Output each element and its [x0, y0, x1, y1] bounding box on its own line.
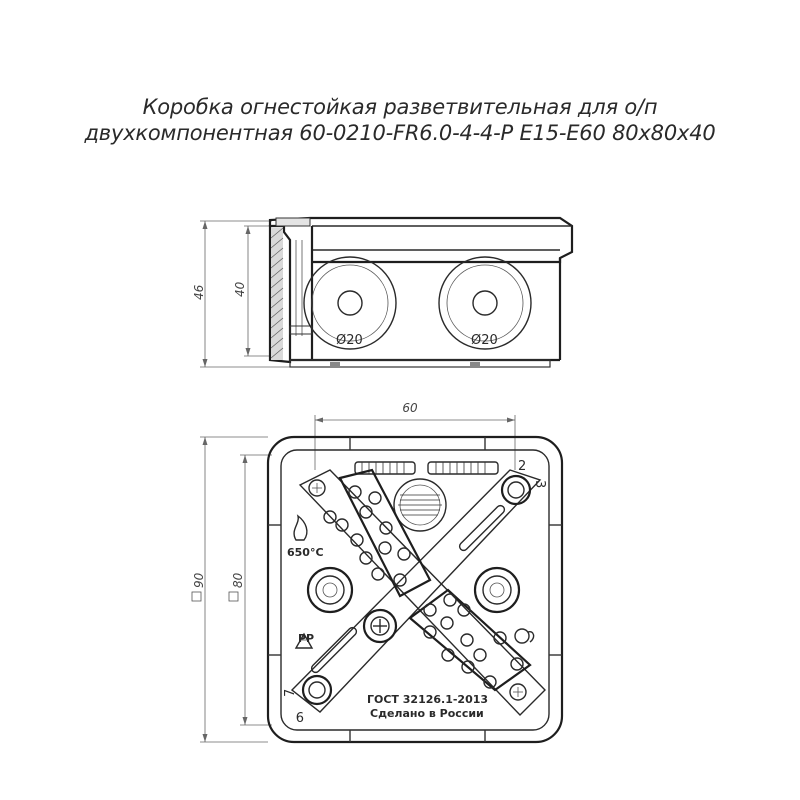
terminal-block-right [408, 588, 532, 692]
made-in-label: Сделано в России [370, 707, 484, 720]
mounting-strip-diagonal-1 [298, 469, 546, 717]
dim-60-arrow-left [315, 417, 323, 423]
side-foot-2 [470, 362, 480, 368]
top-box-outer [266, 435, 564, 744]
side-view: 46 40 [192, 216, 574, 368]
dim-80-arrow-bottom [242, 717, 248, 725]
terminal-screws-right [423, 593, 524, 689]
dim-46-arrow-top [202, 221, 208, 229]
side-knockout-right-center [472, 290, 498, 316]
dim-46-arrow-bottom [202, 359, 208, 367]
mounting-hole-bottom-left [301, 674, 333, 706]
top-wall-ticks [268, 437, 562, 742]
grommet-right [473, 566, 521, 614]
center-coil-bundle [393, 478, 447, 532]
temperature-label: 650°C [287, 546, 324, 559]
side-knockout-right-outer [438, 256, 532, 350]
terminal-block-left [323, 468, 432, 598]
side-base-plate [289, 359, 551, 368]
dim-90-label: 90 [192, 572, 206, 588]
hole-number-7: 7 [283, 689, 298, 697]
mounting-hole-top-left [308, 479, 326, 497]
side-section-hatch [270, 227, 284, 359]
strip-slot-upper-right [458, 504, 506, 552]
drawing-title: Коробка огнестойкая разветвительная для … [0, 94, 800, 146]
dim-80-square-symbol [228, 591, 239, 602]
flame-icon [293, 514, 308, 541]
dim-80-label: 80 [231, 572, 245, 588]
recycle-icon [294, 632, 314, 649]
dim-90-arrow-top [202, 437, 208, 445]
material-label: PP [298, 632, 314, 645]
mounting-strip-diagonal-2 [290, 469, 542, 713]
dim-60-label: 60 [402, 401, 418, 415]
top-view: 60 90 80 [191, 401, 564, 744]
side-foot-1 [330, 362, 340, 368]
dim-60-arrow-right [507, 417, 515, 423]
side-knockout-right-ring [446, 264, 524, 342]
side-lid-outline [268, 216, 574, 264]
side-knockout-left-center [337, 290, 363, 316]
top-spring-clips [354, 461, 499, 475]
dim-40-arrow-bottom [245, 348, 251, 356]
side-knockout-left-ring [311, 264, 389, 342]
terminal-screws-left [323, 485, 411, 587]
hole-number-3: 3 [532, 480, 547, 488]
side-knockout-left-label: Ø20 [336, 333, 363, 348]
strip-slot-lower-left [310, 626, 358, 674]
side-knockout-left-outer [303, 256, 397, 350]
dim-40-arrow-top [245, 226, 251, 234]
side-knockout-right-label: Ø20 [471, 333, 498, 348]
title-line-1: Коробка огнестойкая разветвительная для … [142, 95, 658, 119]
top-box-inner [280, 449, 550, 731]
dim-80-arrow-top [242, 455, 248, 463]
mounting-hole-bottom-right [509, 683, 527, 701]
hole-number-2: 2 [518, 459, 526, 474]
hole-number-9: 9 [296, 708, 304, 723]
center-screw [362, 608, 398, 644]
standard-label: ГОСТ 32126.1-2013 [367, 693, 488, 706]
grommet-left [306, 566, 354, 614]
dim-46-label: 46 [192, 284, 206, 300]
title-line-2: двухкомпонентная 60-0210-FR6.0-4-4-P E15… [84, 121, 716, 145]
side-lid-section [275, 217, 311, 227]
dim-40-label: 40 [233, 281, 247, 297]
dim-90-arrow-bottom [202, 734, 208, 742]
side-clip [289, 325, 313, 335]
certification-mark-icon [514, 628, 535, 644]
dim-90-square-symbol [191, 591, 202, 602]
mounting-hole-top-right [500, 474, 532, 506]
side-section-fill [271, 228, 283, 360]
